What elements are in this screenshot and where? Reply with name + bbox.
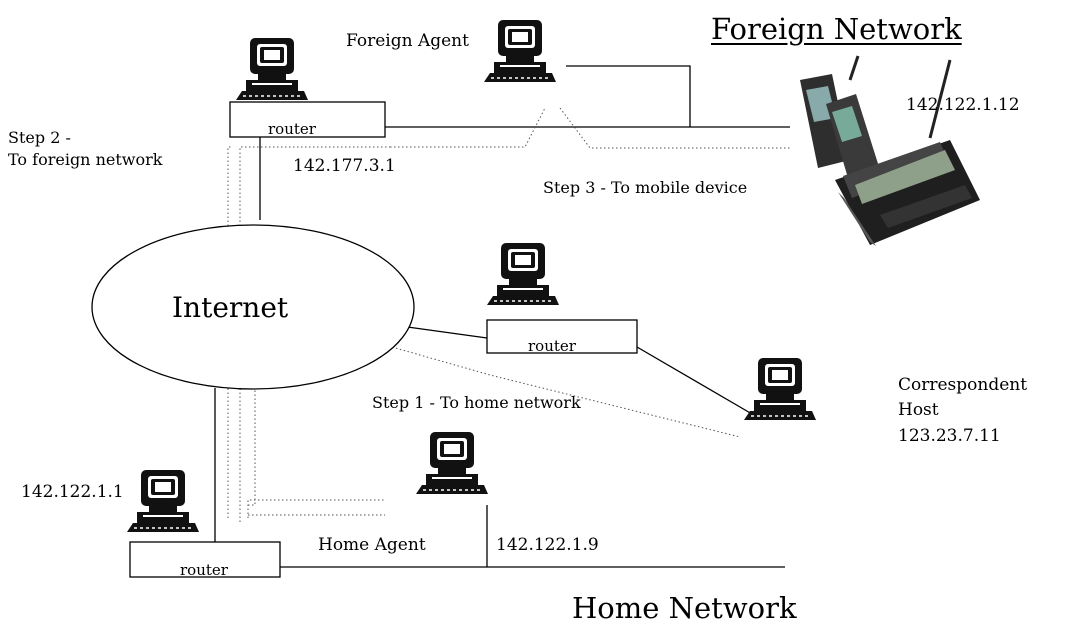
correspondent-host-ip: 123.23.7.11 (898, 426, 1001, 446)
correspondent-host-computer-icon (743, 357, 817, 421)
internet-ellipse (91, 224, 415, 390)
foreign-agent-label: Foreign Agent (346, 31, 469, 51)
home-agent-computer-icon (415, 431, 489, 495)
home-router (126, 469, 281, 578)
home-agent-label: Home Agent (318, 535, 426, 555)
correspondent-host-label-line1: Correspondent (898, 375, 1028, 395)
foreign-router (229, 37, 386, 138)
foreign-router-label: router (268, 120, 316, 138)
mobile-phone-icon (800, 55, 980, 246)
home-router-label: router (180, 561, 228, 579)
home-agent-ip: 142.122.1.9 (496, 535, 599, 555)
step2-label-line2: To foreign network (8, 150, 163, 169)
correspondent-host-label-line2: Host (898, 400, 939, 420)
home-network-title: Home Network (572, 591, 797, 625)
mobile-ip: 142.122.1.12 (906, 95, 1020, 115)
step1-label: Step 1 - To home network (372, 393, 581, 412)
step3-label: Step 3 - To mobile device (543, 178, 748, 197)
foreign-agent-computer-icon (483, 19, 557, 83)
home-router-ip: 142.122.1.1 (21, 482, 124, 502)
foreign-network-title: Foreign Network (711, 12, 962, 46)
foreign-router-ip: 142.177.3.1 (293, 156, 396, 176)
step2-label-line1: Step 2 - (8, 128, 71, 147)
network-links (214, 65, 790, 568)
internet-label: Internet (172, 291, 289, 324)
middle-router (486, 242, 638, 354)
middle-router-label: router (528, 337, 576, 355)
